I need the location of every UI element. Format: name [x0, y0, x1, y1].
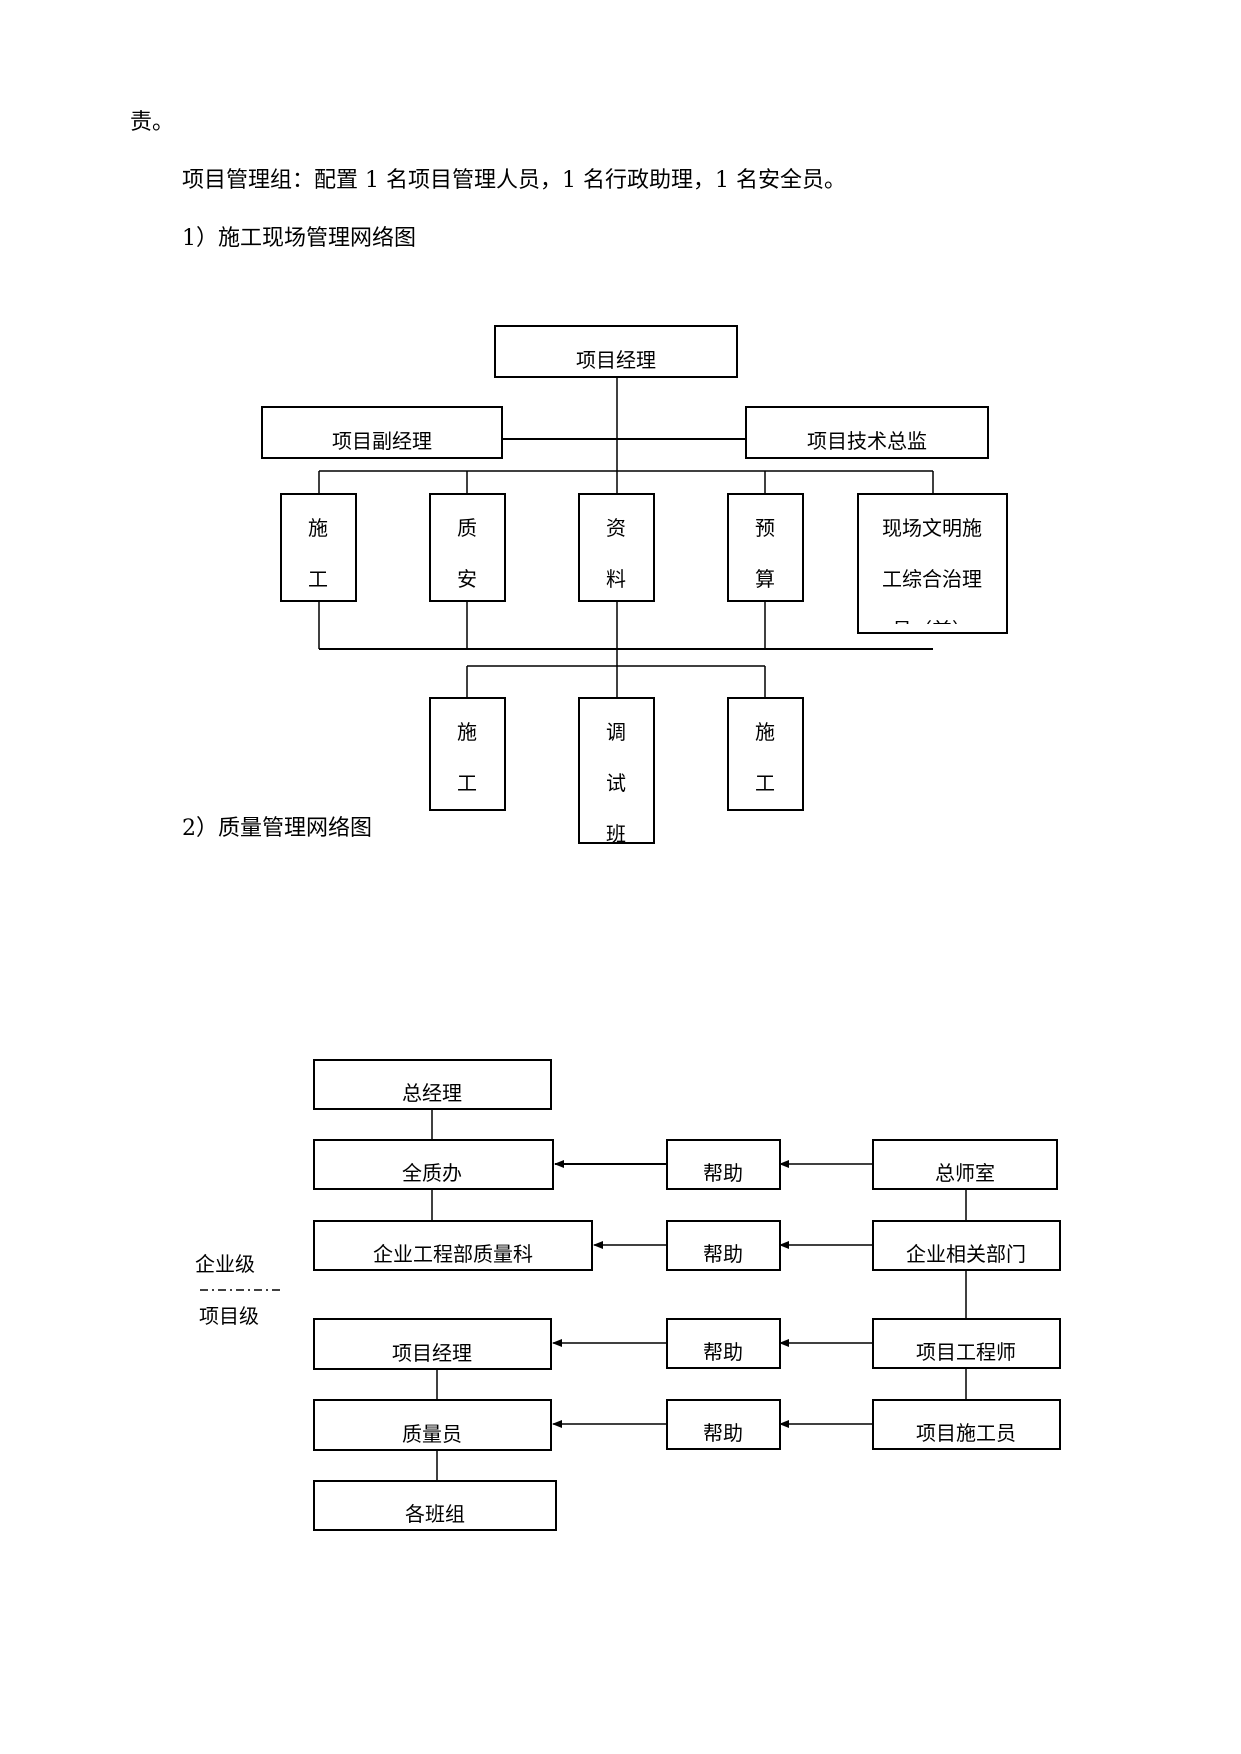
- q-box-quality-office: 全质办: [313, 1139, 554, 1190]
- dept-construction-char-2: 工: [308, 567, 328, 591]
- team-commissioning-char-1: 调: [606, 720, 626, 744]
- label-project-level: 项目级: [199, 1304, 259, 1328]
- dept-construction: 施 工: [280, 493, 357, 602]
- q-label-help-4: 帮助: [703, 1421, 743, 1445]
- box-tech-director: 项目技术总监: [745, 406, 989, 459]
- dept-documents-char-1: 资: [606, 516, 626, 540]
- dept-documents: 资 料: [578, 493, 655, 602]
- dept-budget-char-2: 算: [755, 567, 775, 591]
- site-management-chart: 项目经理 项目副经理 项目技术总监 施 工 质 安 资 料 预: [261, 325, 1008, 846]
- team-commissioning: 调 试 班: [578, 697, 655, 846]
- q-box-help-1: 帮助: [666, 1139, 781, 1190]
- q-label-related-departments: 企业相关部门: [906, 1242, 1026, 1266]
- team-commissioning-char-3: 班: [606, 822, 626, 846]
- dept-budget-char-1: 预: [755, 516, 775, 540]
- q-label-quality-inspector: 质量员: [402, 1422, 462, 1446]
- team-left-char-1: 施: [457, 720, 477, 744]
- dept-quality-safety-char-2: 安: [457, 567, 477, 591]
- q-box-general-manager: 总经理: [313, 1059, 552, 1110]
- paragraph-fragment: 责。: [130, 110, 175, 135]
- dept-civilized-line-1: 现场文明施: [882, 516, 982, 540]
- dept-civilized-line-3: 员（兼）: [892, 618, 972, 642]
- heading-quality-chart: 2）质量管理网络图: [182, 816, 372, 841]
- q-label-site-foreman: 项目施工员: [916, 1421, 1016, 1445]
- dept-civilized-line-2: 工综合治理: [882, 567, 982, 591]
- dept-civilized-construction: 现场文明施 工综合治理 员（兼）: [857, 493, 1008, 642]
- heading-site-chart: 1）施工现场管理网络图: [182, 226, 416, 251]
- dept-construction-char-1: 施: [308, 516, 328, 540]
- q-box-project-manager: 项目经理: [313, 1318, 552, 1370]
- q-box-work-teams: 各班组: [313, 1480, 557, 1531]
- q-box-site-foreman: 项目施工员: [872, 1399, 1061, 1450]
- q-label-engineering-quality: 企业工程部质量科: [373, 1242, 533, 1266]
- q-box-project-engineer: 项目工程师: [872, 1318, 1061, 1369]
- q-box-engineering-quality: 企业工程部质量科: [313, 1220, 593, 1271]
- q-label-help-1: 帮助: [703, 1161, 743, 1185]
- q-label-help-2: 帮助: [703, 1242, 743, 1266]
- q-label-chief-engineer-office: 总师室: [935, 1161, 995, 1185]
- q-label-help-3: 帮助: [703, 1340, 743, 1364]
- label-deputy-manager: 项目副经理: [332, 429, 432, 453]
- q-label-work-teams: 各班组: [405, 1502, 465, 1526]
- dept-quality-safety-char-1: 质: [457, 516, 477, 540]
- q-label-project-manager: 项目经理: [392, 1341, 472, 1365]
- team-commissioning-char-2: 试: [606, 771, 626, 795]
- team-construction-right: 施 工: [727, 697, 804, 811]
- q-label-general-manager: 总经理: [402, 1081, 462, 1105]
- team-construction-left: 施 工: [429, 697, 506, 811]
- dept-budget: 预 算: [727, 493, 804, 602]
- quality-management-chart: 总经理 全质办 企业工程部质量科 项目经理 质量员 各班组 帮助: [195, 1059, 1061, 1531]
- q-label-quality-office: 全质办: [402, 1161, 462, 1185]
- label-project-manager: 项目经理: [576, 348, 656, 372]
- box-deputy-manager: 项目副经理: [261, 406, 503, 459]
- q-box-help-3: 帮助: [666, 1318, 781, 1369]
- team-description: 项目管理组：配置 1 名项目管理人员，1 名行政助理，1 名安全员。: [182, 168, 846, 193]
- q-label-project-engineer: 项目工程师: [916, 1340, 1016, 1364]
- q-box-help-4: 帮助: [666, 1399, 781, 1450]
- dept-quality-safety: 质 安: [429, 493, 506, 602]
- team-right-char-1: 施: [755, 720, 775, 744]
- team-left-char-2: 工: [457, 771, 477, 795]
- q-box-quality-inspector: 质量员: [313, 1399, 552, 1451]
- q-box-chief-engineer-office: 总师室: [872, 1139, 1058, 1190]
- label-enterprise-level: 企业级: [195, 1252, 255, 1276]
- q-box-help-2: 帮助: [666, 1220, 781, 1271]
- label-tech-director: 项目技术总监: [807, 429, 927, 453]
- box-project-manager: 项目经理: [494, 325, 738, 378]
- dept-documents-char-2: 料: [606, 567, 626, 591]
- team-right-char-2: 工: [755, 771, 775, 795]
- q-box-related-departments: 企业相关部门: [872, 1220, 1061, 1271]
